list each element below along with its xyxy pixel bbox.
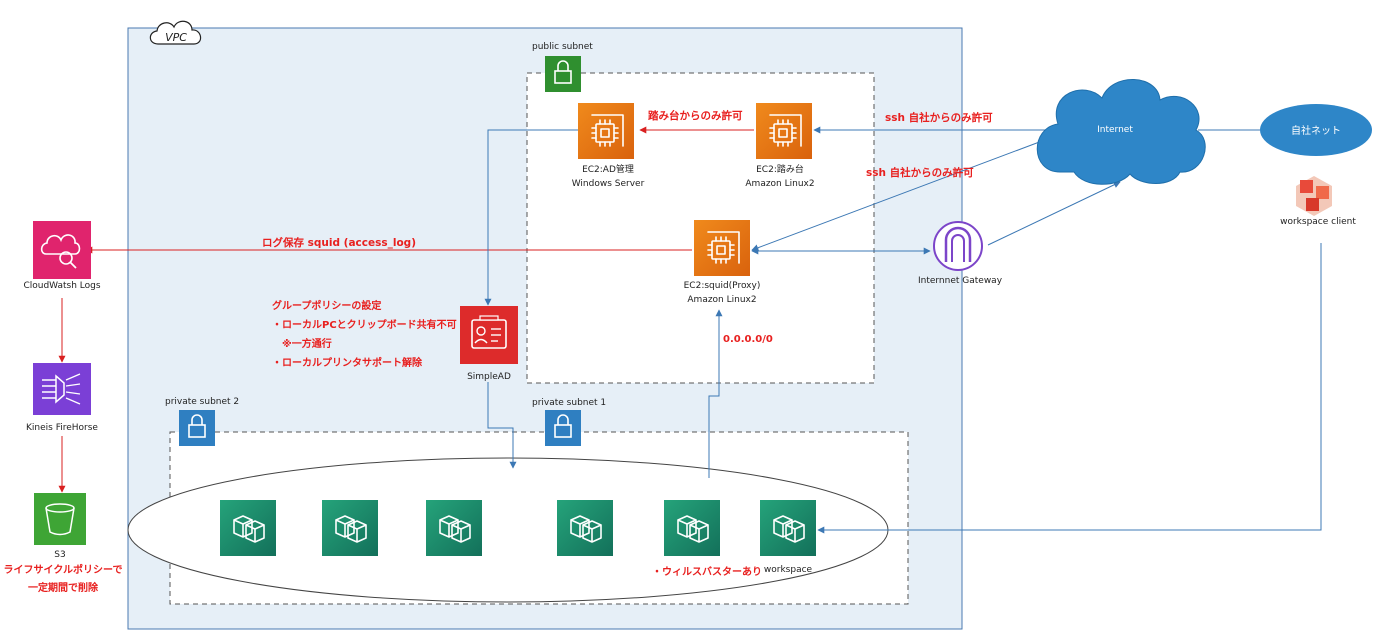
edge-workspaces-to-proxy (708, 309, 723, 478)
note-policy-oneway: ※一方通行 (282, 337, 332, 350)
note-ssh-proxy: ssh 自社からのみ許可 (866, 166, 974, 179)
note-ssh-bastion: ssh 自社からのみ許可 (885, 111, 993, 124)
edge-igw-to-internet (987, 181, 1121, 246)
ec2-bastion-os: Amazon Linux2 (745, 179, 814, 189)
workspace-client-node: workspace client (1280, 176, 1356, 227)
note-policy-printer: ・ローカルプリンタサポート解除 (272, 356, 423, 369)
workspace-node (220, 500, 276, 556)
note-bastion-only: 踏み台からのみ許可 (648, 109, 743, 122)
private-subnet-2-lock-icon (179, 410, 215, 446)
note-policy-clipboard: ・ローカルPCとクリップボード共有不可 (272, 318, 457, 331)
s3-expire-note: 一定期間で削除 (28, 581, 99, 594)
ec2-proxy-os: Amazon Linux2 (687, 295, 756, 305)
workspace-node (664, 500, 720, 556)
workspace-node (557, 500, 613, 556)
private-subnet-1-label: private subnet 1 (532, 398, 606, 408)
ec2-ad-node: EC2:AD管理 Windows Server (572, 103, 645, 189)
igw-label: Internnet Gateway (918, 276, 1003, 286)
s3-label: S3 (54, 550, 65, 560)
cloudwatch-logs-node: CloudWatsh Logs (23, 221, 101, 291)
public-subnet-lock-icon (545, 56, 581, 92)
ec2-ad-os: Windows Server (572, 179, 645, 189)
workspace-node-labeled: workspace (760, 500, 816, 575)
public-subnet-label: public subnet (532, 42, 593, 52)
private-subnet-2-label: private subnet 2 (165, 397, 239, 407)
internet-label: Internet (1097, 125, 1133, 135)
workspace-client-label: workspace client (1280, 217, 1356, 227)
office-network-label: 自社ネット (1291, 124, 1341, 137)
simplead-node: SimpleAD (460, 306, 518, 382)
simplead-label: SimpleAD (467, 372, 511, 382)
ec2-proxy-node: EC2:squid(Proxy) Amazon Linux2 (684, 220, 761, 305)
ec2-proxy-label: EC2:squid(Proxy) (684, 281, 761, 291)
workspace-node (426, 500, 482, 556)
firehose-label: Kineis FireHorse (26, 423, 98, 433)
edge-client-to-workspace (817, 243, 1322, 534)
note-virusbuster: ・ウィルスバスターあり (652, 565, 762, 578)
note-log-storage: ログ保存 squid (access_log) (262, 236, 416, 249)
igw-node: Internnet Gateway (918, 221, 1003, 286)
internet-cloud-node: Internet (1036, 79, 1206, 185)
edge-simplead-to-workspaces (487, 382, 517, 469)
note-policy-title: グループポリシーの設定 (272, 299, 381, 312)
office-network-node: 自社ネット (1260, 104, 1372, 156)
workspace-label: workspace (764, 565, 813, 575)
edge-ad-to-simplead (484, 129, 578, 306)
ec2-bastion-node: EC2:踏み台 Amazon Linux2 (745, 103, 815, 189)
ec2-ad-label: EC2:AD管理 (582, 163, 634, 175)
ec2-bastion-label: EC2:踏み台 (756, 163, 804, 175)
private-subnet-1-lock-icon (545, 410, 581, 446)
cloudwatch-logs-label: CloudWatsh Logs (23, 281, 100, 291)
vpc-label: VPC (165, 31, 187, 44)
firehose-node: Kineis FireHorse (26, 363, 98, 433)
vpc-cloud-icon: VPC (149, 20, 202, 45)
s3-lifecycle-note: ライフサイクルポリシーで (4, 563, 123, 576)
edge-internet-to-proxy (751, 137, 1051, 252)
note-any-cidr: 0.0.0.0/0 (723, 334, 773, 345)
workspace-node (322, 500, 378, 556)
s3-node: S3 ライフサイクルポリシーで 一定期間で削除 (4, 493, 123, 594)
